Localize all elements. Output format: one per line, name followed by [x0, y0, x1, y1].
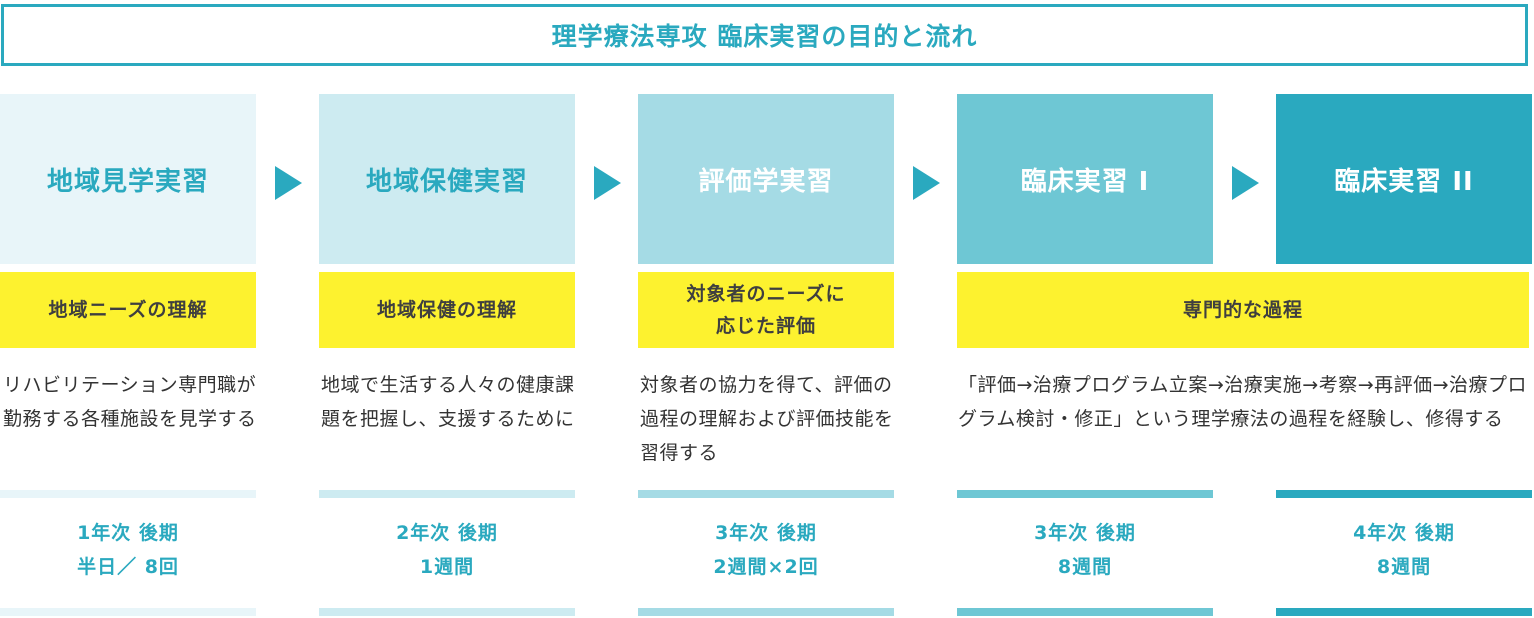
divider-line — [319, 490, 575, 498]
stage-period: 2年次 後期 1週間 — [319, 516, 575, 584]
stage-period: 4年次 後期 8週間 — [1276, 516, 1532, 584]
divider-line — [1276, 608, 1532, 616]
goal-box: 専門的な過程 — [957, 272, 1529, 348]
arrow-right-icon — [594, 166, 621, 200]
stage-description: リハビリテーション専門職が勤務する各種施設を見学する — [3, 374, 257, 430]
stage-description: 地域で生活する人々の健康課題を把握し、支援するために — [321, 374, 575, 430]
stage-column-3: 評価学実習 対象者のニーズに 応じた評価 対象者の協力を得て、評価の過程の理解お… — [638, 0, 894, 618]
divider-line — [638, 608, 894, 616]
diagram-title: 理学療法専攻 臨床実習の目的と流れ — [1, 4, 1528, 66]
divider-line — [638, 490, 894, 498]
divider-line — [1276, 490, 1532, 498]
stage-description: 対象者の協力を得て、評価の過程の理解および評価技能を習得する — [640, 374, 894, 464]
period-year: 3年次 後期 — [1034, 522, 1136, 544]
stage-description: 「評価→治療プログラム立案→治療実施→考察→再評価→治療プログラム検討・修正」と… — [958, 374, 1528, 430]
period-duration: 半日／ 8回 — [77, 556, 179, 578]
stage-period: 1年次 後期 半日／ 8回 — [0, 516, 256, 584]
period-duration: 1週間 — [419, 556, 475, 578]
goal-box: 対象者のニーズに 応じた評価 — [638, 272, 894, 348]
stage-column-4: 臨床実習 I 専門的な過程 「評価→治療プログラム立案→治療実施→考察→再評価→… — [957, 0, 1529, 618]
period-duration: 8週間 — [1057, 556, 1113, 578]
period-duration: 8週間 — [1376, 556, 1432, 578]
period-duration: 2週間×2回 — [713, 556, 819, 578]
stage-box: 地域保健実習 — [319, 94, 575, 264]
divider-line — [0, 608, 256, 616]
stage-box: 臨床実習 I — [957, 94, 1213, 264]
divider-line — [957, 490, 1213, 498]
stage-column-5: 臨床実習 II 4年次 後期 8週間 — [1276, 0, 1532, 618]
stage-box: 臨床実習 II — [1276, 94, 1532, 264]
divider-line — [957, 608, 1213, 616]
divider-line — [319, 608, 575, 616]
stage-box: 評価学実習 — [638, 94, 894, 264]
stage-column-2: 地域保健実習 地域保健の理解 地域で生活する人々の健康課題を把握し、支援するため… — [319, 0, 575, 618]
period-year: 2年次 後期 — [396, 522, 498, 544]
divider-line — [0, 490, 256, 498]
goal-box: 地域ニーズの理解 — [0, 272, 256, 348]
period-year: 4年次 後期 — [1353, 522, 1455, 544]
period-year: 3年次 後期 — [715, 522, 817, 544]
arrow-right-icon — [913, 166, 940, 200]
stage-box: 地域見学実習 — [0, 94, 256, 264]
goal-box: 地域保健の理解 — [319, 272, 575, 348]
stage-column-1: 地域見学実習 地域ニーズの理解 リハビリテーション専門職が勤務する各種施設を見学… — [0, 0, 256, 618]
stage-period: 3年次 後期 2週間×2回 — [638, 516, 894, 584]
stage-period: 3年次 後期 8週間 — [957, 516, 1213, 584]
period-year: 1年次 後期 — [77, 522, 179, 544]
arrow-right-icon — [275, 166, 302, 200]
arrow-right-icon — [1232, 166, 1259, 200]
